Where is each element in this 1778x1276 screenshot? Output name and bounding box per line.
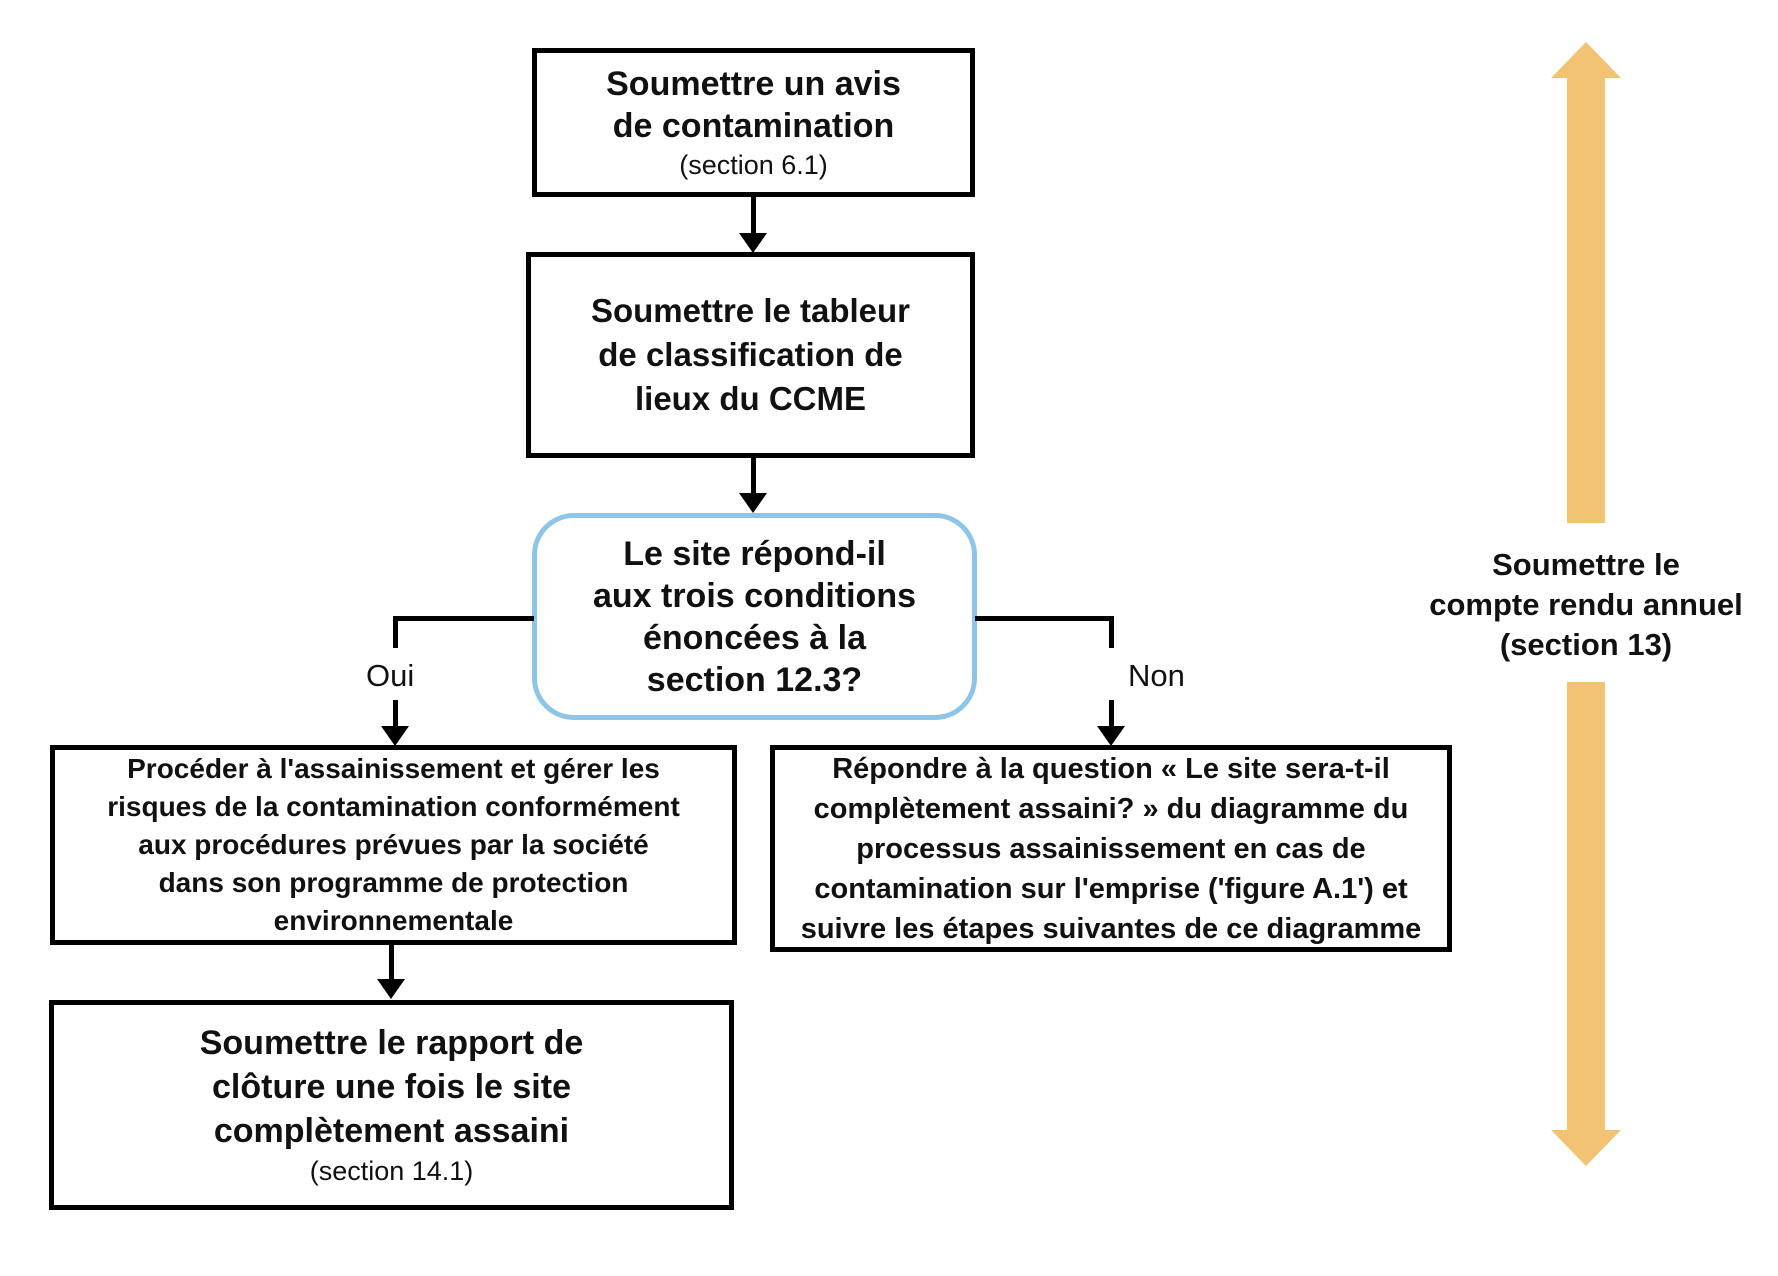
box-closure-line: Soumettre le rapport de: [199, 1024, 584, 1062]
box-respond-line: processus assainissement en cas de: [856, 832, 1366, 865]
box-respond-line: contamination sur l'emprise ('figure A.1…: [814, 872, 1408, 905]
box-submit-ccme-line: de classification de: [598, 336, 903, 373]
branch-yes-arrow: [393, 700, 398, 728]
box-submit-notice-line: de contamination: [612, 106, 895, 145]
decision-line: Le site répond-il: [623, 534, 886, 573]
decision-line: aux trois conditions: [592, 576, 917, 615]
box-closure-line: complètement assaini: [213, 1112, 570, 1150]
box-submit-notice: Soumettre un avis de contamination (sect…: [532, 48, 975, 197]
arrowhead-down-icon: [377, 979, 405, 999]
branch-yes-line: [393, 616, 534, 621]
branch-no-label: Non: [1128, 658, 1185, 694]
box-closure-line: clôture une fois le site: [212, 1068, 571, 1106]
arrowhead-down-icon: [739, 493, 767, 513]
arrowhead-down-icon: [381, 726, 409, 746]
box-respond-line: suivre les étapes suivantes de ce diagra…: [800, 912, 1422, 945]
box-remediate-line: dans son programme de protection: [158, 867, 629, 898]
box-respond-line: Répondre à la question « Le site sera-t-…: [832, 752, 1390, 785]
branch-no-stub: [1109, 616, 1114, 648]
box-remediate-line: environnementale: [273, 905, 514, 936]
box-submit-notice-line: Soumettre un avis: [606, 64, 901, 103]
box-submit-ccme-spreadsheet: Soumettre le tableur de classification d…: [526, 252, 975, 458]
box-remediate-line: aux procédures prévues par la société: [138, 829, 649, 860]
box-respond-question: Répondre à la question « Le site sera-t-…: [770, 745, 1452, 952]
decision-line: section 12.3?: [646, 660, 863, 699]
arrowhead-down-icon: [739, 233, 767, 253]
connector-notice-to-ccme: [751, 197, 756, 235]
box-closure-section: (section 14.1): [309, 1156, 474, 1186]
annual-arrow-up-icon: [1551, 42, 1621, 78]
connector-remediate-to-closure: [389, 945, 394, 981]
box-remediate-line: risques de la contamination conformément: [107, 791, 680, 822]
branch-no-arrow: [1109, 700, 1114, 728]
box-closure-report: Soumettre le rapport de clôture une fois…: [49, 1000, 734, 1210]
box-remediate-line: Procéder à l'assainissement et gérer les: [127, 753, 660, 784]
box-remediate-manage-risks: Procéder à l'assainissement et gérer les…: [50, 745, 737, 945]
annual-arrow-shaft-bottom: [1567, 682, 1605, 1130]
box-submit-ccme-line: Soumettre le tableur: [590, 292, 911, 329]
branch-yes-stub: [393, 616, 398, 648]
decision-line: énoncées à la: [642, 618, 866, 657]
annual-arrow-shaft-top: [1567, 77, 1605, 523]
annual-report-line: Soumettre le: [1492, 547, 1680, 582]
annual-arrow-down-icon: [1551, 1130, 1621, 1166]
decision-three-conditions: Le site répond-il aux trois conditions é…: [532, 513, 977, 720]
arrowhead-down-icon: [1097, 726, 1125, 746]
annual-report-line: (section 13): [1499, 627, 1673, 662]
branch-yes-label: Oui: [366, 658, 415, 694]
connector-ccme-to-decision: [751, 458, 756, 495]
branch-no-line: [975, 616, 1114, 621]
box-respond-line: complètement assaini? » du diagramme du: [813, 792, 1409, 825]
box-submit-notice-section: (section 6.1): [679, 149, 828, 180]
box-submit-ccme-line: lieux du CCME: [634, 380, 867, 417]
annual-report-line: compte rendu annuel: [1429, 587, 1743, 622]
annual-report-label: Soumettre le compte rendu annuel (sectio…: [1386, 545, 1778, 665]
